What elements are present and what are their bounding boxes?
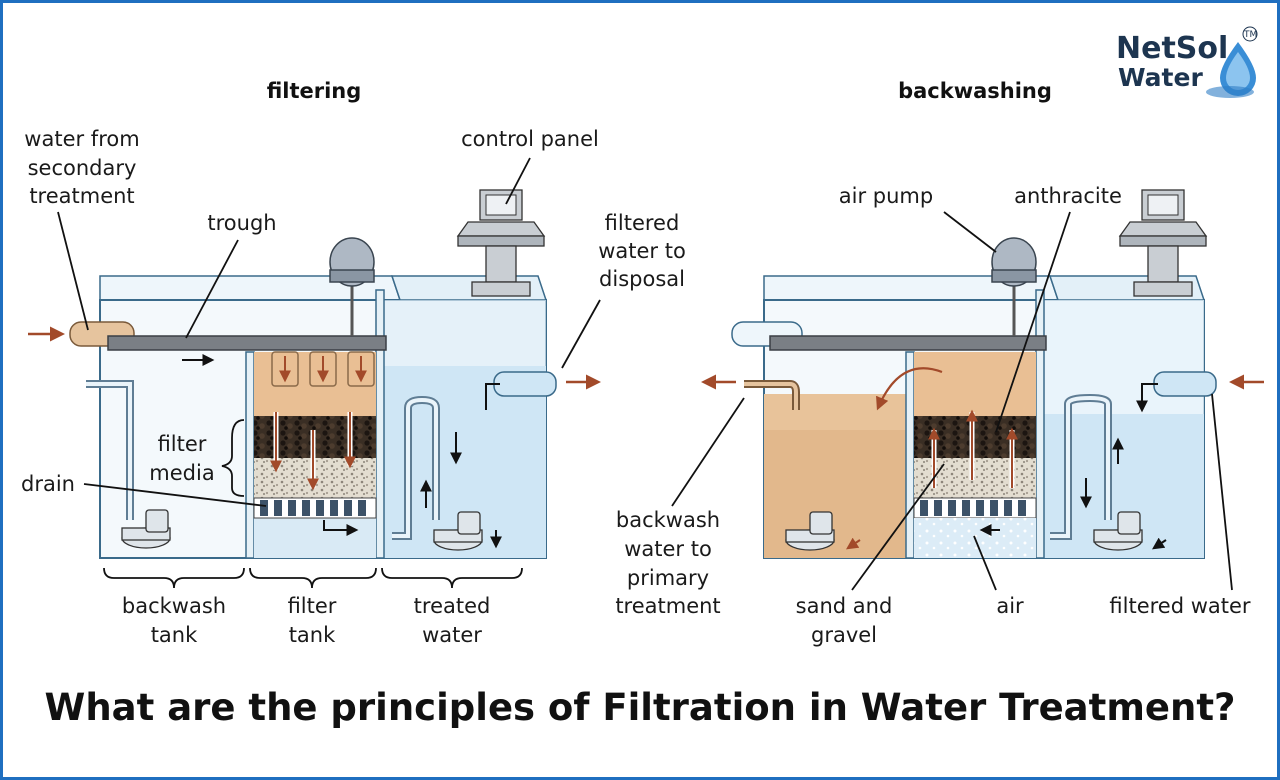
label-backwash-water-2: water to: [624, 537, 712, 561]
headline: What are the principles of Filtration in…: [45, 686, 1236, 729]
label-filter-media-2: media: [149, 461, 214, 485]
label-filter-tank-2: tank: [289, 623, 336, 647]
trough-right: [769, 335, 1047, 351]
label-backwash-tank-2: tank: [151, 623, 198, 647]
label-water-from-1: water from: [24, 127, 139, 151]
label-drain: drain: [21, 472, 75, 496]
label-filtered-water-right: filtered water: [1109, 594, 1251, 618]
title-filtering: filtering: [267, 79, 362, 103]
left-labels: water from secondary treatment trough co…: [21, 127, 686, 647]
label-backwash-water-3: primary: [627, 566, 709, 590]
label-filtered-2: water to: [598, 239, 686, 263]
label-treated-water-2: water: [422, 623, 482, 647]
control-panel-left: [456, 189, 546, 297]
label-backwash-water-4: treatment: [615, 594, 720, 618]
logo-line1: NetSol: [1116, 31, 1228, 66]
label-treated-water-1: treated: [414, 594, 491, 618]
pump-filtered-right: [1093, 511, 1143, 551]
netsol-logo: NetSol Water TM: [1116, 26, 1258, 98]
outlet-pipe-left: [493, 371, 557, 397]
label-air: air: [996, 594, 1024, 618]
label-filter-media-1: filter: [158, 432, 207, 456]
underdrain-left: [253, 497, 377, 519]
logo-line2: Water: [1118, 63, 1203, 92]
label-backwash-tank-1: backwash: [122, 594, 226, 618]
trough-left: [107, 335, 387, 351]
filtering-diagram: [28, 157, 601, 589]
label-control-panel: control panel: [461, 127, 599, 151]
pump-backwash-left: [121, 509, 171, 549]
trademark-mark: TM: [1243, 30, 1257, 40]
label-anthracite: anthracite: [1014, 184, 1122, 208]
backwashing-diagram: [671, 189, 1264, 591]
label-filter-tank-1: filter: [288, 594, 337, 618]
label-water-from-2: secondary: [28, 156, 137, 180]
label-water-from-3: treatment: [29, 184, 134, 208]
label-filtered-3: disposal: [599, 267, 685, 291]
label-air-pump: air pump: [839, 184, 933, 208]
pump-backwash-right: [785, 511, 835, 551]
control-panel-right: [1118, 189, 1208, 297]
pump-treated-left: [433, 511, 483, 551]
title-backwashing: backwashing: [898, 79, 1052, 103]
label-sand-gravel-2: gravel: [811, 623, 877, 647]
label-sand-gravel-1: sand and: [796, 594, 893, 618]
label-filtered-1: filtered: [605, 211, 680, 235]
underdrain-right: [913, 497, 1037, 519]
right-labels: air pump anthracite backwash water to pr…: [615, 184, 1251, 647]
water-drop-icon: [1206, 42, 1256, 98]
label-trough: trough: [207, 211, 276, 235]
label-backwash-water-1: backwash: [616, 508, 720, 532]
